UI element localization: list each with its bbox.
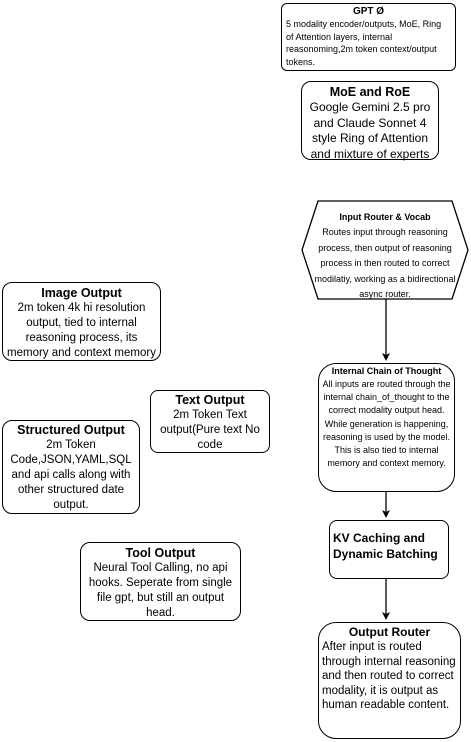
output-router-title: Output Router xyxy=(348,625,431,639)
gpt-zero-title: GPT Ø xyxy=(352,6,385,17)
text-output-node[interactable]: Text Output 2m Token Text output(Pure te… xyxy=(150,390,270,453)
image-output-body: 2m token 4k hi resolution output, tied t… xyxy=(7,302,156,359)
image-output-title: Image Output xyxy=(41,286,122,300)
structured-output-node[interactable]: Structured Output 2m Token Code,JSON,YAM… xyxy=(2,420,140,514)
output-router-node[interactable]: Output Router After input is routed thro… xyxy=(318,622,461,739)
tool-output-title: Tool Output xyxy=(125,546,196,560)
moe-roe-node[interactable]: MoE and RoE Google Gemini 2.5 pro and Cl… xyxy=(301,81,439,161)
chain-of-thought-body: All inputs are routed through the intern… xyxy=(322,379,451,469)
structured-output-title: Structured Output xyxy=(17,423,125,437)
input-router-body: Routes input through reasoning process, … xyxy=(314,227,456,299)
input-router-hexagon xyxy=(301,200,469,300)
text-output-title: Text Output xyxy=(175,393,245,407)
moe-roe-body: Google Gemini 2.5 pro and Claude Sonnet … xyxy=(309,100,431,161)
tool-output-body: Neural Tool Calling, no api hooks. Seper… xyxy=(88,562,233,619)
text-output-body: 2m Token Text output(Pure text No code xyxy=(160,409,260,451)
kv-caching-title: KV Caching and Dynamic Batching xyxy=(333,531,438,561)
chain-of-thought-node[interactable]: Internal Chain of Thought All inputs are… xyxy=(318,363,455,492)
input-router-title: Input Router & Vocab xyxy=(339,212,431,222)
input-router-node[interactable]: Input Router & Vocab Routes input throug… xyxy=(308,210,462,303)
gpt-zero-node[interactable]: GPT Ø 5 modality encoder/outputs, MoE, R… xyxy=(281,3,456,71)
gpt-zero-body: 5 modality encoder/outputs, MoE, Ring of… xyxy=(286,19,442,67)
image-output-node[interactable]: Image Output 2m token 4k hi resolution o… xyxy=(2,282,161,361)
chain-of-thought-title: Internal Chain of Thought xyxy=(331,366,442,376)
kv-caching-node[interactable]: KV Caching and Dynamic Batching xyxy=(329,520,449,579)
output-router-body: After input is routed through internal r… xyxy=(322,641,456,711)
tool-output-node[interactable]: Tool Output Neural Tool Calling, no api … xyxy=(80,542,241,621)
moe-roe-title: MoE and RoE xyxy=(329,85,411,99)
structured-output-body: 2m Token Code,JSON,YAML,SQL and api call… xyxy=(10,439,132,511)
